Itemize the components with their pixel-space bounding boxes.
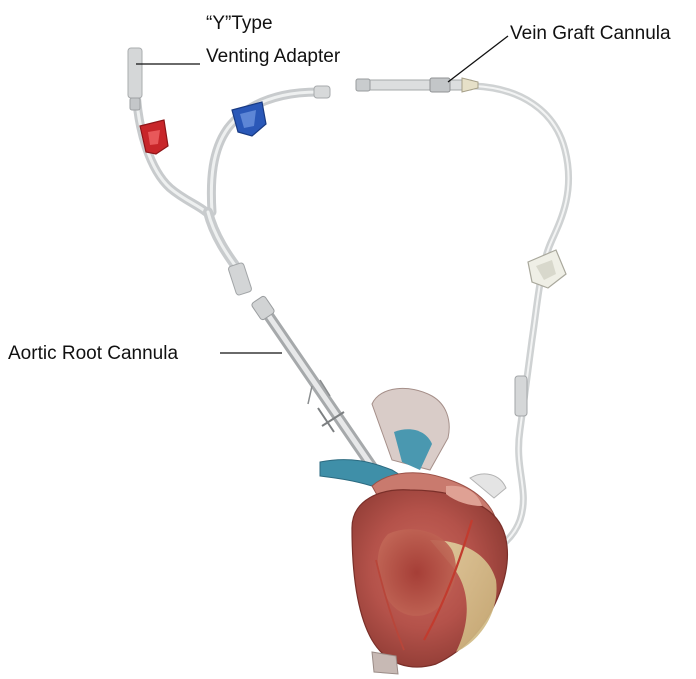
leader-line-vein-graft <box>448 36 508 82</box>
